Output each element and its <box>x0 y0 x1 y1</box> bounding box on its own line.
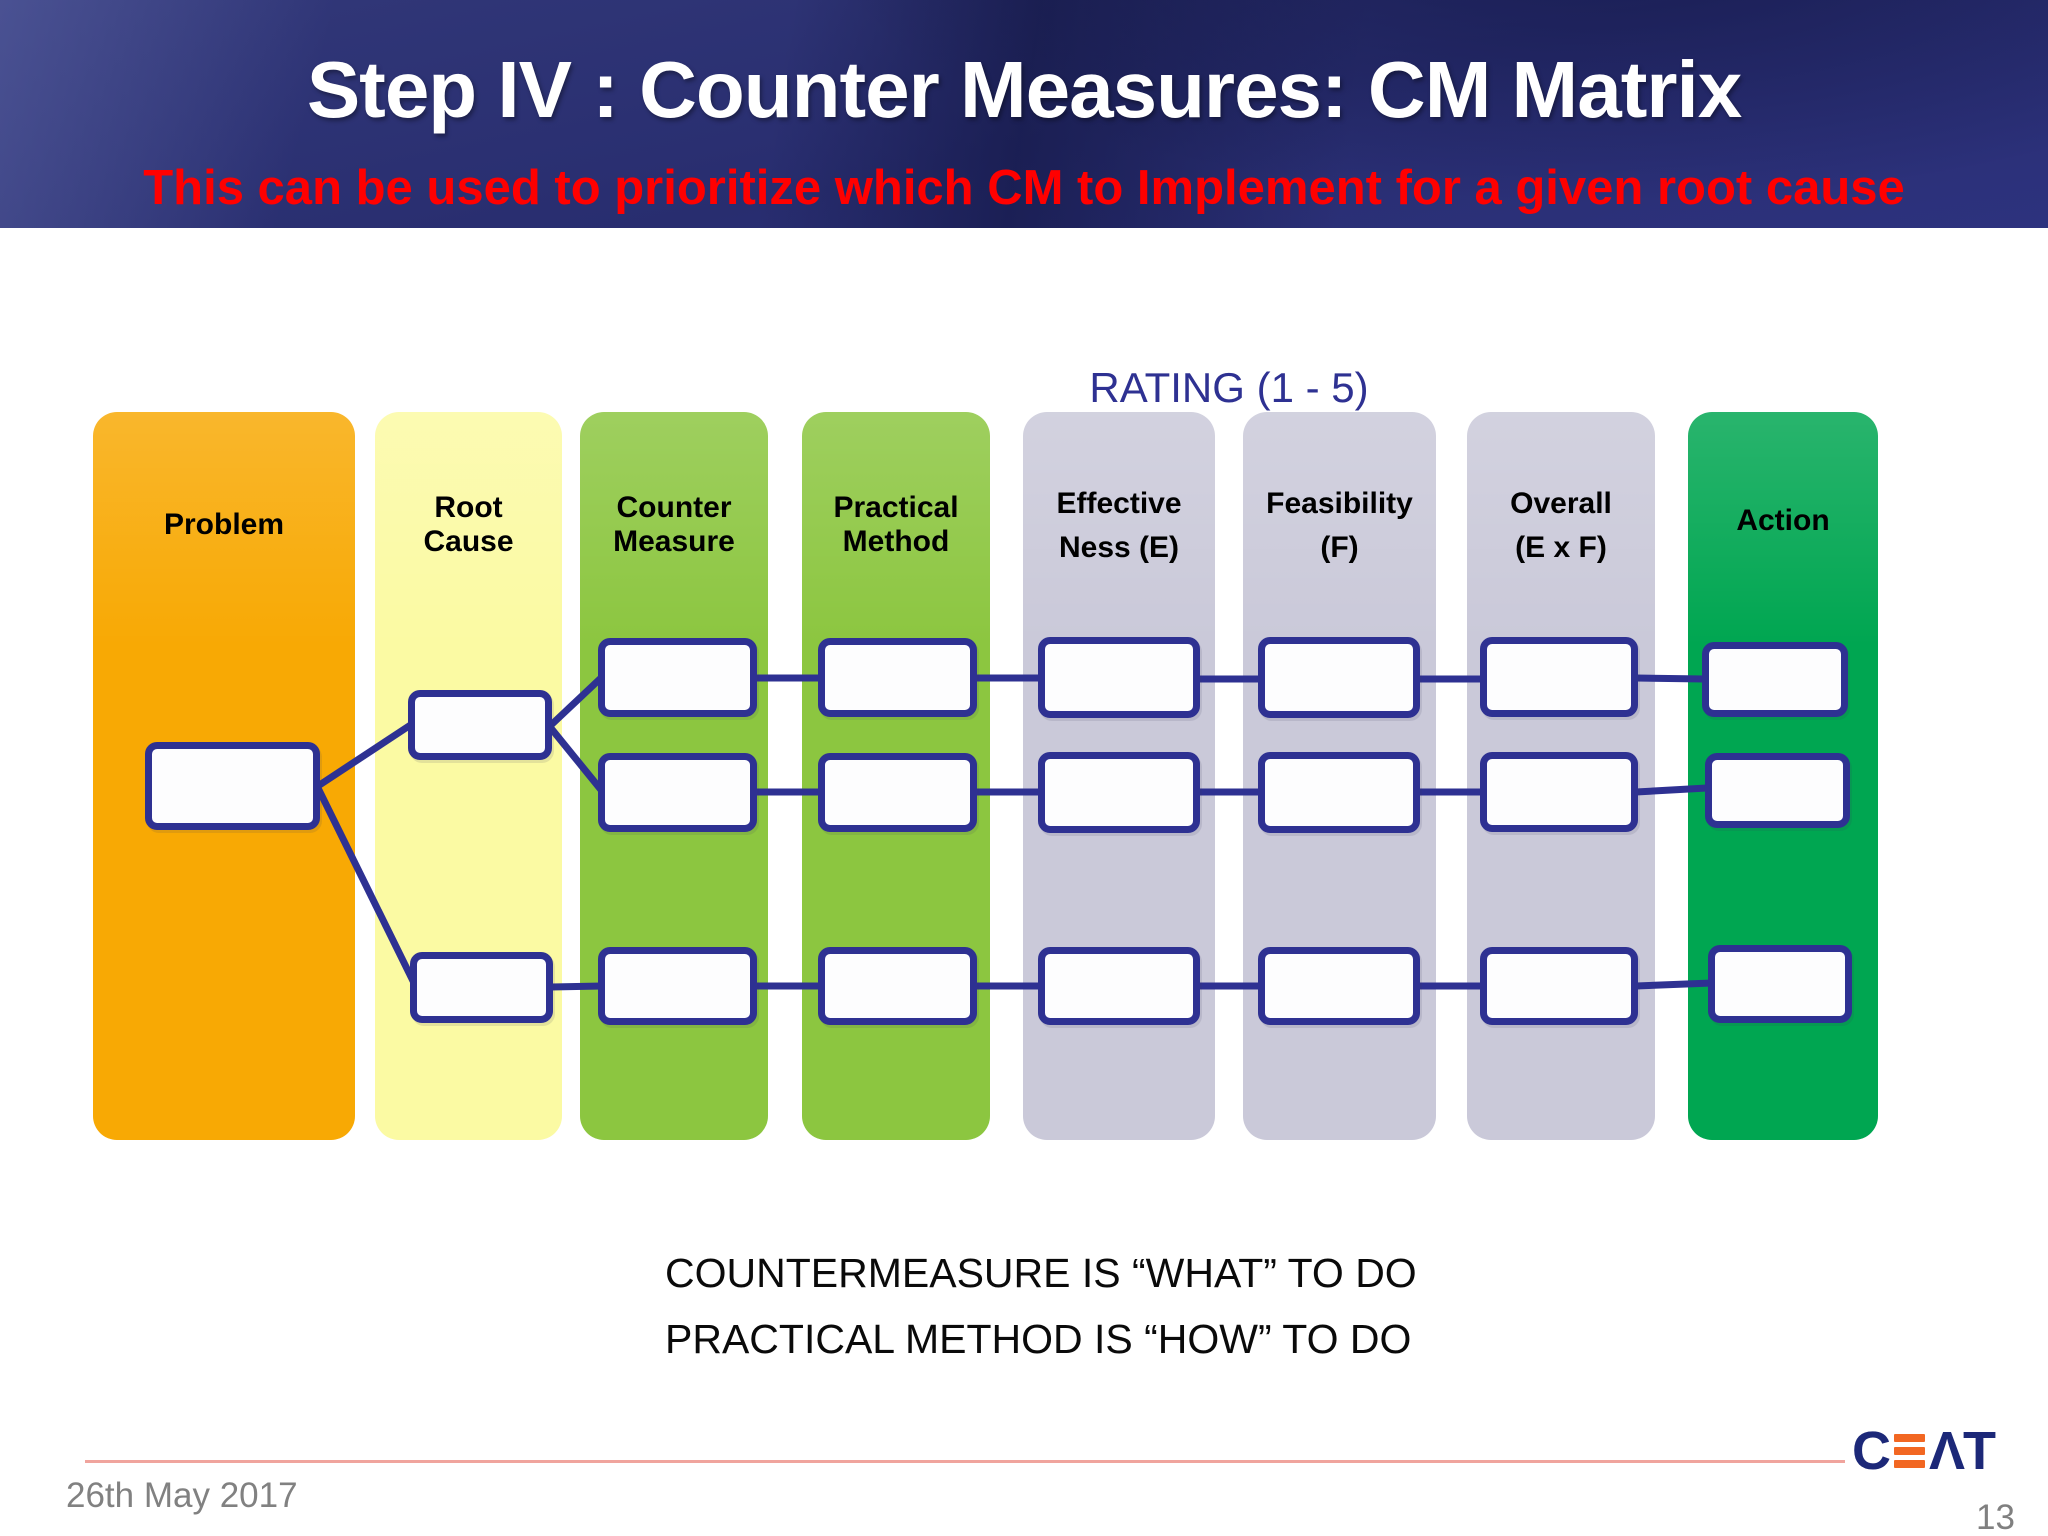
column-label: Feasibility(F) <box>1266 487 1413 564</box>
overall-node-3 <box>1480 947 1638 1025</box>
practical-method-node-1 <box>818 638 977 717</box>
counter-measure-node-2 <box>598 753 757 832</box>
notes-block: COUNTERMEASURE IS “WHAT” TO DO PRACTICAL… <box>665 1240 1417 1372</box>
column-label: Problem <box>163 508 285 541</box>
overall-node-1 <box>1480 637 1638 717</box>
counter-measure-node-1 <box>598 638 757 717</box>
page-number: 13 <box>1976 1498 2015 1536</box>
note-line-1: COUNTERMEASURE IS “WHAT” TO DO <box>665 1250 1417 1296</box>
column-label: Overall(E x F) <box>1510 487 1612 564</box>
slide-subtitle: This can be used to prioritize which CM … <box>143 161 1905 215</box>
practical-method-node-2 <box>818 753 977 832</box>
slide-title: Step IV : Counter Measures: CM Matrix <box>306 45 1742 134</box>
logo-letter-c: C <box>1852 1421 1891 1481</box>
action-node-2 <box>1705 753 1850 828</box>
column-label: Action <box>1736 504 1830 537</box>
feasibility-node-2 <box>1258 752 1420 833</box>
effectiveness-node-1 <box>1038 637 1200 718</box>
feasibility-node-1 <box>1258 637 1420 718</box>
overall-node-2 <box>1480 752 1638 832</box>
action-node-1 <box>1702 642 1848 717</box>
root-cause-node-1 <box>408 690 552 760</box>
logo-letters-at: ΛT <box>1929 1421 1996 1481</box>
feasibility-node-3 <box>1258 947 1420 1025</box>
practical-method-node-3 <box>818 947 977 1025</box>
footer-divider <box>85 1460 1845 1463</box>
rating-label: RATING (1 - 5) <box>1089 364 1369 411</box>
counter-measure-node-3 <box>598 947 757 1025</box>
root-cause-node-2 <box>410 952 553 1023</box>
action-node-3 <box>1708 945 1852 1023</box>
ceat-logo: C ΛT <box>1852 1421 1996 1481</box>
effectiveness-node-3 <box>1038 947 1200 1025</box>
problem-node <box>145 742 320 830</box>
logo-e-bars-icon <box>1894 1434 1925 1468</box>
slide-date: 26th May 2017 <box>66 1476 298 1515</box>
note-line-2: PRACTICAL METHOD IS “HOW” TO DO <box>665 1316 1412 1362</box>
effectiveness-node-2 <box>1038 752 1200 833</box>
header-banner: Step IV : Counter Measures: CM Matrix Th… <box>0 0 2048 228</box>
